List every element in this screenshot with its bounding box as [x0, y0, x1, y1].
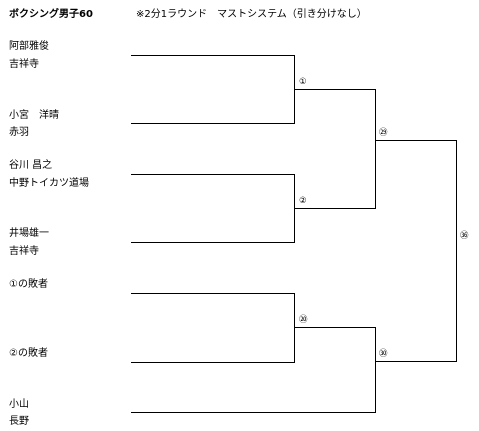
- entry-4-affiliation: 吉祥寺: [9, 246, 39, 257]
- entry-6-name: ②の敗者: [9, 348, 48, 359]
- entry-5-name: ①の敗者: [9, 279, 48, 290]
- entry-3-name: 谷川 昌之: [9, 160, 53, 171]
- match-number-29: ㉙: [379, 128, 388, 138]
- entry-7-name: 小山: [9, 399, 29, 410]
- entry-1-affiliation: 吉祥寺: [9, 59, 39, 70]
- bracket-title: ボクシング男子60: [9, 9, 93, 20]
- entry-2-affiliation: 赤羽: [9, 127, 29, 138]
- rule-note: ※2分1ラウンド マストシステム（引き分けなし）: [136, 9, 367, 20]
- entry-3-affiliation: 中野トイカツ道場: [9, 178, 89, 189]
- entry-1-name: 阿部雅俊: [9, 41, 49, 52]
- match-number-1: ①: [299, 77, 307, 87]
- entry-2-name: 小宮 洋晴: [9, 110, 59, 121]
- match-number-20: ⑳: [299, 315, 308, 325]
- entry-4-name: 井場雄一: [9, 228, 49, 239]
- entry-7-affiliation: 長野: [9, 416, 29, 427]
- match-number-2: ②: [299, 196, 307, 206]
- match-number-36: ㊱: [460, 231, 469, 241]
- match-number-30: ㉚: [379, 349, 388, 359]
